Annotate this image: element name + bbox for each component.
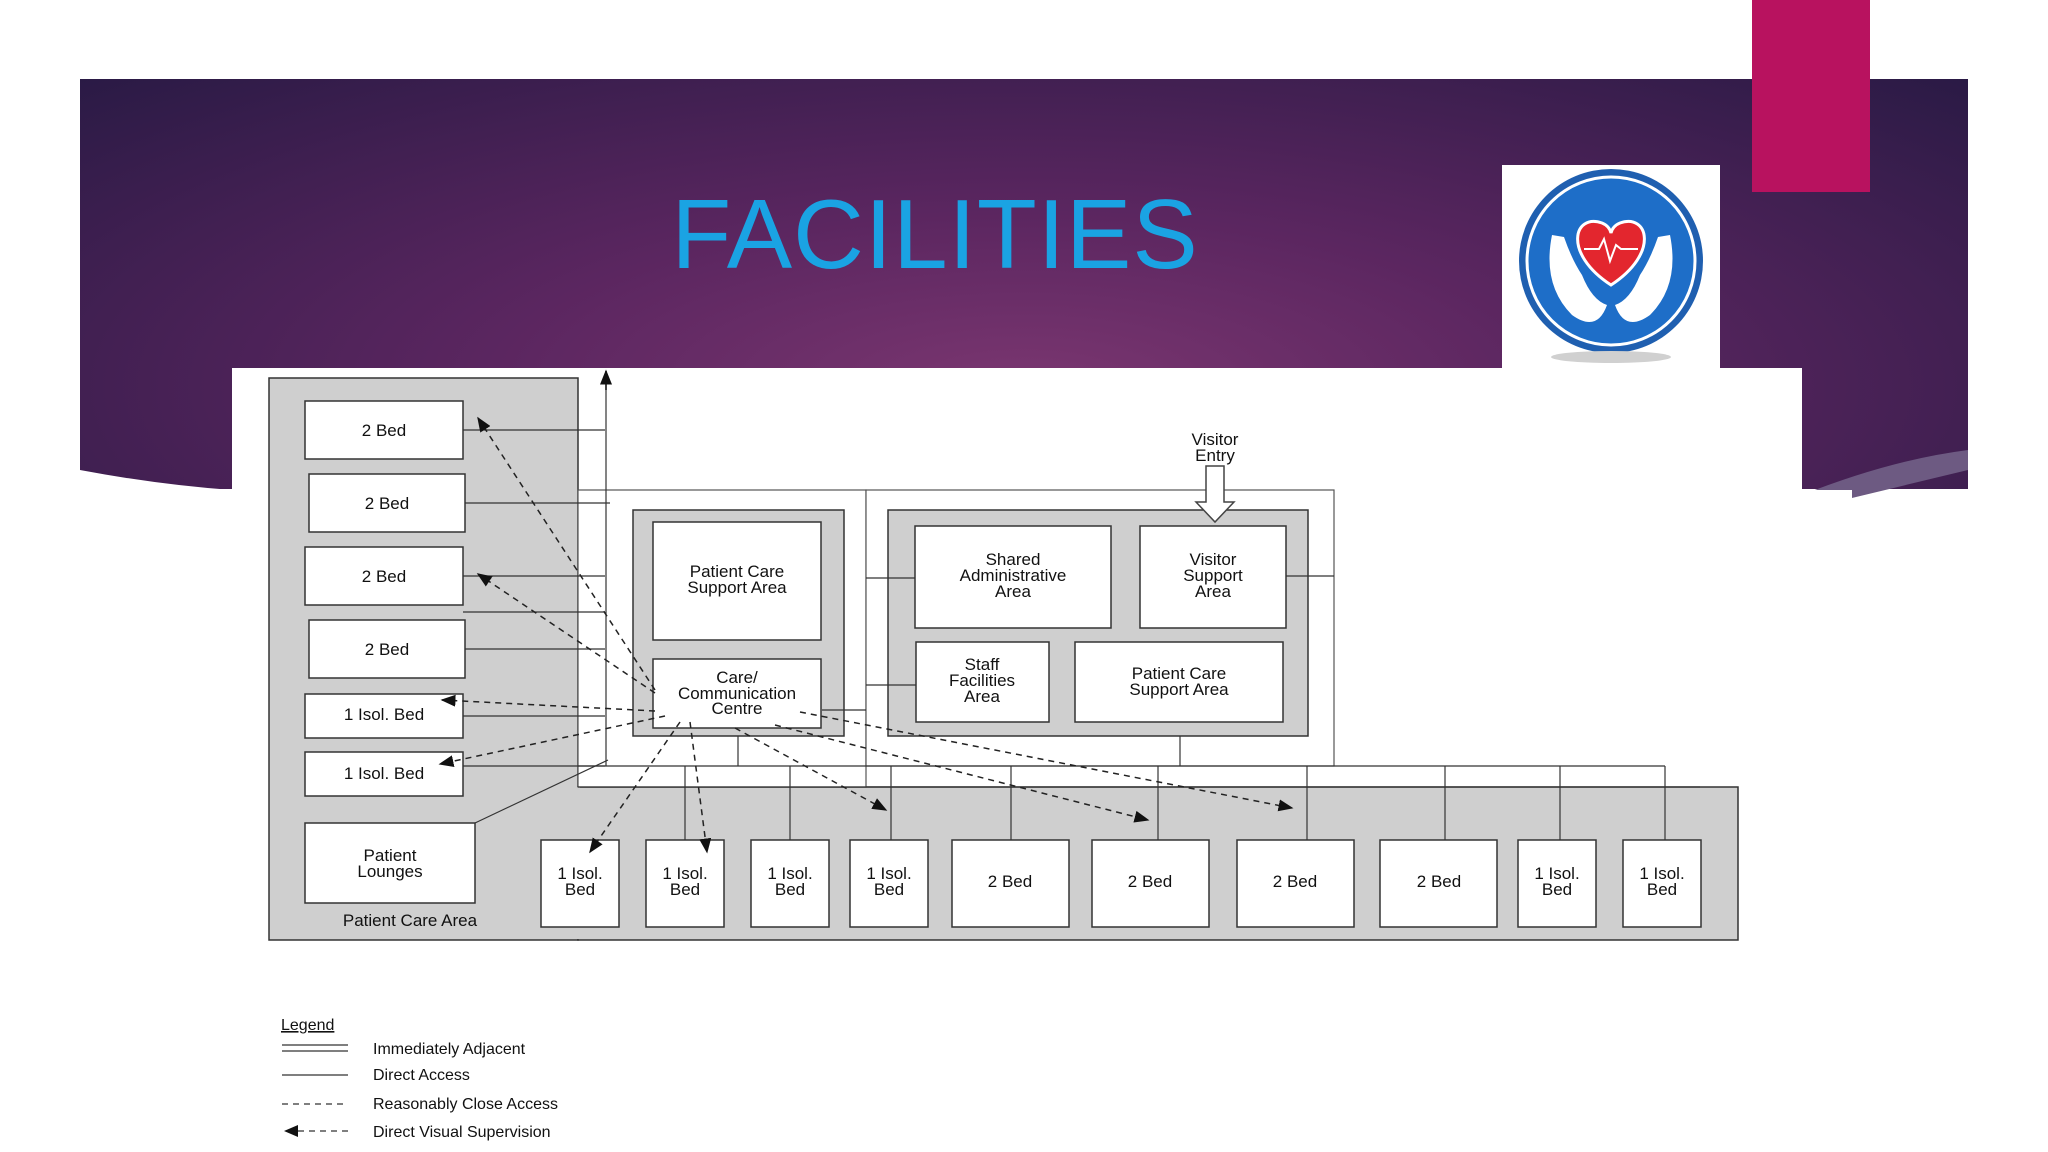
- logo: [1502, 165, 1720, 369]
- svg-text:1 Isol.: 1 Isol.: [662, 864, 707, 883]
- svg-text:1 Isol.: 1 Isol.: [866, 864, 911, 883]
- svg-text:Support: Support: [1183, 566, 1243, 585]
- bottom-room-1: 1 Isol. Bed: [540, 839, 620, 928]
- lounges-label-line1: Patient: [364, 846, 417, 865]
- svg-text:Bed: Bed: [775, 880, 805, 899]
- svg-text:Area: Area: [964, 687, 1000, 706]
- svg-text:Area: Area: [995, 582, 1031, 601]
- staff-facilities-area: Staff Facilities Area: [915, 641, 1050, 723]
- svg-text:1 Isol.: 1 Isol.: [557, 864, 602, 883]
- visual-supervision-arrows: [438, 416, 1294, 854]
- left-room-5: 1 Isol. Bed: [304, 693, 464, 739]
- svg-text:Patient Care: Patient Care: [690, 562, 785, 581]
- slide-title: FACILITIES: [671, 179, 1199, 289]
- legend: Legend Immediately Adjacent Direct Acces…: [281, 1017, 558, 1141]
- svg-text:Administrative: Administrative: [960, 566, 1067, 585]
- direct-access-lines: [463, 371, 1700, 840]
- bottom-room-4: 1 Isol. Bed: [849, 839, 929, 928]
- svg-text:Bed: Bed: [670, 880, 700, 899]
- svg-text:1 Isol.: 1 Isol.: [1534, 864, 1579, 883]
- svg-text:Bed: Bed: [1542, 880, 1572, 899]
- bottom-room-5: 2 Bed: [951, 839, 1070, 928]
- shared-administrative-area: Shared Administrative Area: [914, 525, 1112, 629]
- care-communication-centre: Care/ Communication Centre: [652, 658, 822, 729]
- bottom-room-6: 2 Bed: [1091, 839, 1210, 928]
- bottom-room-10: 1 Isol. Bed: [1622, 839, 1702, 928]
- bottom-room-8: 2 Bed: [1379, 839, 1498, 928]
- visitor-support-area: Visitor Support Area: [1139, 525, 1287, 629]
- accent-bar: [1752, 0, 1870, 192]
- svg-text:Care/: Care/: [716, 668, 758, 687]
- svg-text:2 Bed: 2 Bed: [1417, 872, 1461, 891]
- svg-text:Bed: Bed: [1647, 880, 1677, 899]
- heart-in-hands-icon: [1519, 169, 1703, 363]
- room-label: 2 Bed: [365, 494, 409, 513]
- svg-text:Support Area: Support Area: [687, 578, 787, 597]
- bottom-room-7: 2 Bed: [1236, 839, 1355, 928]
- facility-diagram-panel: 2 Bed 2 Bed 2 Bed 2 Bed 1 Isol. Bed 1 Is…: [92, 368, 1852, 1152]
- legend-title: Legend: [281, 1017, 334, 1034]
- visitor-entry: Visitor Entry: [1192, 430, 1239, 524]
- svg-text:Bed: Bed: [565, 880, 595, 899]
- left-room-2: 2 Bed: [308, 473, 466, 533]
- svg-text:Patient Care: Patient Care: [1132, 664, 1227, 683]
- svg-text:Visitor: Visitor: [1192, 430, 1239, 449]
- bottom-room-9: 1 Isol. Bed: [1517, 839, 1597, 928]
- left-room-6: 1 Isol. Bed: [304, 751, 464, 797]
- patient-care-support-area-1: Patient Care Support Area: [652, 521, 822, 641]
- patient-care-area-label: Patient Care Area: [343, 911, 478, 930]
- legend-item: Immediately Adjacent: [373, 1041, 526, 1058]
- svg-text:Bed: Bed: [874, 880, 904, 899]
- facility-relationship-diagram: 2 Bed 2 Bed 2 Bed 2 Bed 1 Isol. Bed 1 Is…: [92, 368, 1852, 1152]
- room-label: 2 Bed: [365, 640, 409, 659]
- legend-item: Reasonably Close Access: [373, 1096, 558, 1113]
- lounges-label-line2: Lounges: [357, 862, 422, 881]
- bottom-room-2: 1 Isol. Bed: [645, 839, 725, 928]
- legend-item: Direct Access: [373, 1067, 470, 1084]
- svg-text:Area: Area: [1195, 582, 1231, 601]
- room-label: 2 Bed: [362, 567, 406, 586]
- patient-care-support-area-2: Patient Care Support Area: [1074, 641, 1284, 723]
- svg-text:2 Bed: 2 Bed: [1128, 872, 1172, 891]
- svg-text:Shared: Shared: [986, 550, 1041, 569]
- svg-text:1 Isol.: 1 Isol.: [767, 864, 812, 883]
- room-label: 1 Isol. Bed: [344, 764, 424, 783]
- legend-item: Direct Visual Supervision: [373, 1124, 551, 1141]
- left-room-4: 2 Bed: [308, 619, 466, 679]
- room-label: 1 Isol. Bed: [344, 705, 424, 724]
- svg-text:Support Area: Support Area: [1129, 680, 1229, 699]
- svg-text:Facilities: Facilities: [949, 671, 1015, 690]
- patient-lounges: Patient Lounges: [304, 822, 476, 904]
- svg-text:2 Bed: 2 Bed: [988, 872, 1032, 891]
- left-room-1: 2 Bed: [304, 400, 464, 460]
- svg-text:2 Bed: 2 Bed: [1273, 872, 1317, 891]
- bottom-room-3: 1 Isol. Bed: [750, 839, 830, 928]
- svg-text:1 Isol.: 1 Isol.: [1639, 864, 1684, 883]
- svg-text:Communication: Communication: [678, 684, 796, 703]
- svg-text:Centre: Centre: [711, 699, 762, 718]
- svg-text:Entry: Entry: [1195, 446, 1235, 465]
- entry-arrow-icon: [1194, 465, 1236, 524]
- svg-text:Visitor: Visitor: [1190, 550, 1237, 569]
- left-room-3: 2 Bed: [304, 546, 464, 606]
- room-label: 2 Bed: [362, 421, 406, 440]
- svg-text:Staff: Staff: [965, 655, 1000, 674]
